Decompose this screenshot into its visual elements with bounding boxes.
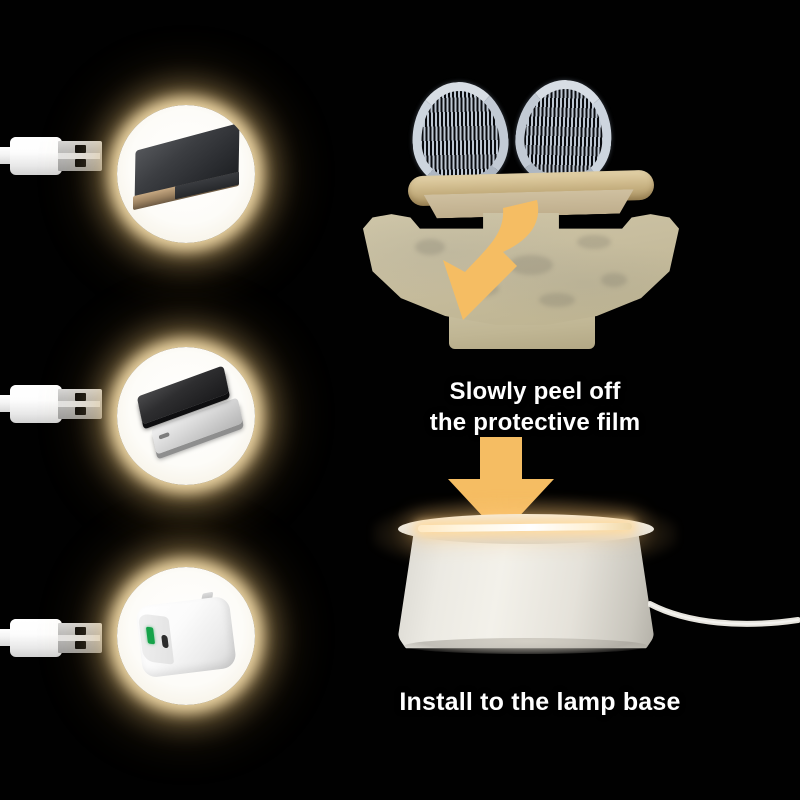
lamp-power-cable xyxy=(648,601,800,627)
power-option-laptop xyxy=(117,105,255,243)
usb-contact-strip xyxy=(58,401,100,407)
film-texture-speck xyxy=(577,235,611,249)
curved-down-left-arrow-icon xyxy=(443,200,539,320)
film-texture-speck xyxy=(601,273,627,287)
film-texture-speck xyxy=(415,239,445,255)
power-option-power-bank xyxy=(117,347,255,485)
usb-a-connector-icon xyxy=(0,378,104,430)
caption-peel-line-1: Slowly peel off xyxy=(449,378,621,405)
film-texture-speck xyxy=(539,293,575,307)
usb-a-connector-icon xyxy=(0,130,104,182)
usb-connector-housing xyxy=(10,619,62,657)
caption-peel-line-2: the protective film xyxy=(429,409,641,436)
usb-contact-strip xyxy=(58,153,100,159)
usb-contact-strip xyxy=(58,635,100,641)
down-arrow-icon xyxy=(448,437,554,536)
lamp-base-body xyxy=(398,526,654,649)
usb-a-connector-icon xyxy=(0,612,104,664)
caption-install-line-1: Install to the lamp base xyxy=(399,688,681,716)
step-2-caption: Install to the lamp base xyxy=(330,686,750,718)
lamp-base-bottom-edge xyxy=(404,638,648,654)
film-texture-speck xyxy=(509,255,553,275)
power-option-wall-charger xyxy=(117,567,255,705)
power-bank-port xyxy=(158,431,170,440)
peeled-film-curl-left xyxy=(408,78,512,190)
led-lamp-base xyxy=(372,496,800,672)
usb-connector-housing xyxy=(10,137,62,175)
step-1-caption: Slowly peel off the protective film xyxy=(370,376,700,438)
usb-connector-housing xyxy=(10,385,62,423)
